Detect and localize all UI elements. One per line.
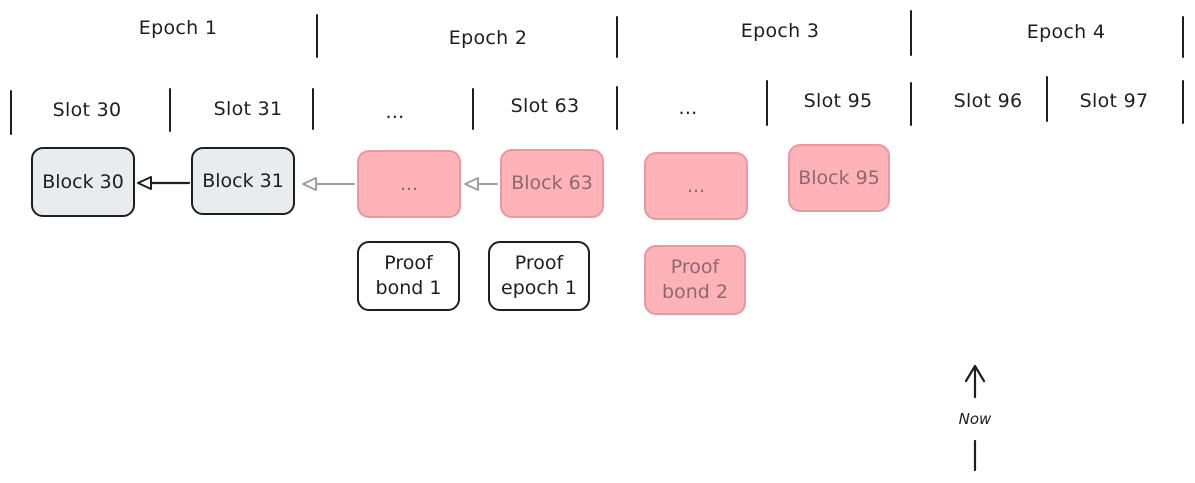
proof-label: Proof epoch 1 [501,251,577,301]
slot-divider [910,82,912,126]
slot-label: Slot 63 [510,95,580,117]
slot-label: Slot 96 [953,90,1023,112]
slot-divider [616,86,618,130]
proof-label-line1: Proof [670,256,720,278]
block-30: Block 30 [31,147,135,217]
epoch-label-1: Epoch 1 [138,17,218,39]
block-label: Block 63 [511,172,593,194]
proof-label-line2: bond 2 [662,281,728,303]
block-63: Block 63 [500,149,604,218]
proof-label-line1: Proof [384,252,433,274]
epoch-label-3: Epoch 3 [740,20,820,42]
slot-divider [472,88,474,130]
slot-divider [169,88,171,132]
slot-divider [1182,80,1184,124]
now-label: Now [958,410,992,428]
block-pending: ... [357,150,461,218]
now-arrow [964,364,986,472]
arrow-block63-to-pending [464,177,498,191]
block-label: Block 31 [202,169,284,192]
slot-label: Slot 31 [213,98,283,120]
arrow-pending-to-block31 [302,177,355,191]
proof-epoch-1: Proof epoch 1 [488,241,590,311]
block-label: Block 30 [42,170,124,193]
slot-divider [766,80,768,126]
epoch-label-2: Epoch 2 [448,27,528,49]
slot-label: Slot 95 [803,90,873,112]
block-label: ... [399,172,419,195]
block-label: ... [686,174,706,197]
slot-label: Slot 30 [52,99,122,121]
proof-label: Proof bond 2 [662,255,728,305]
slot-divider [1046,76,1048,122]
proof-label-line2: epoch 1 [501,277,577,299]
proof-bond-1: Proof bond 1 [357,241,460,311]
arrow-block31-to-block30 [137,176,191,190]
block-pending: ... [644,152,748,220]
block-label: Block 95 [798,166,880,189]
epoch-label-4: Epoch 4 [1026,21,1106,43]
epoch-divider [1182,16,1184,58]
slot-divider [312,88,314,130]
epoch-divider [910,10,912,56]
proof-label-line2: bond 1 [375,277,442,299]
slot-label: Slot 97 [1079,90,1149,112]
slot-divider [10,90,12,135]
block-31: Block 31 [191,147,295,215]
proof-label-line1: Proof [514,252,564,274]
slot-label: ... [678,97,698,119]
epoch-divider [316,14,318,58]
epoch-divider [616,16,618,58]
slot-label: ... [385,101,405,123]
proof-bond-2: Proof bond 2 [644,245,746,315]
proof-label: Proof bond 1 [376,251,442,301]
block-95: Block 95 [788,144,890,212]
